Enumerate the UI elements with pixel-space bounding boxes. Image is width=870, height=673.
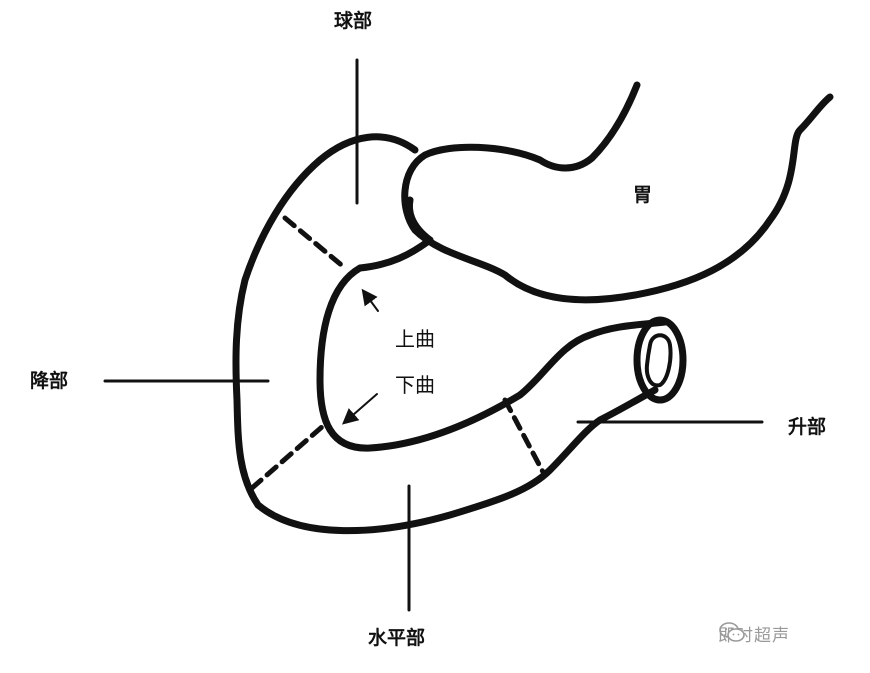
inferior-flexure-arrow bbox=[341, 393, 378, 425]
stomach-outline bbox=[401, 81, 834, 304]
jejunum-opening-inner bbox=[644, 333, 673, 388]
ascending-part-label: 升部 bbox=[788, 416, 827, 438]
bulb-descending-boundary bbox=[282, 215, 348, 271]
descending-horizontal-boundary bbox=[249, 423, 326, 491]
jejunum-opening-outer bbox=[633, 316, 687, 404]
stomach-bulb-junction bbox=[405, 196, 434, 244]
inferior-flexure-label: 下曲 bbox=[395, 373, 435, 397]
duodenum-outer-outline bbox=[232, 133, 659, 535]
superior-flexure-arrow bbox=[361, 288, 379, 312]
descending-part-label: 降部 bbox=[30, 370, 69, 392]
stomach-label: 胃 bbox=[633, 184, 653, 206]
watermark: 即时超声 bbox=[718, 621, 790, 646]
superior-flexure-label: 上曲 bbox=[395, 327, 435, 351]
bulb-label: 球部 bbox=[334, 10, 373, 32]
duodenum-inner-outline bbox=[316, 236, 669, 452]
horizontal-ascending-boundary bbox=[502, 397, 546, 475]
wechat-icon bbox=[719, 622, 745, 642]
horizontal-part-label: 水平部 bbox=[368, 627, 426, 649]
